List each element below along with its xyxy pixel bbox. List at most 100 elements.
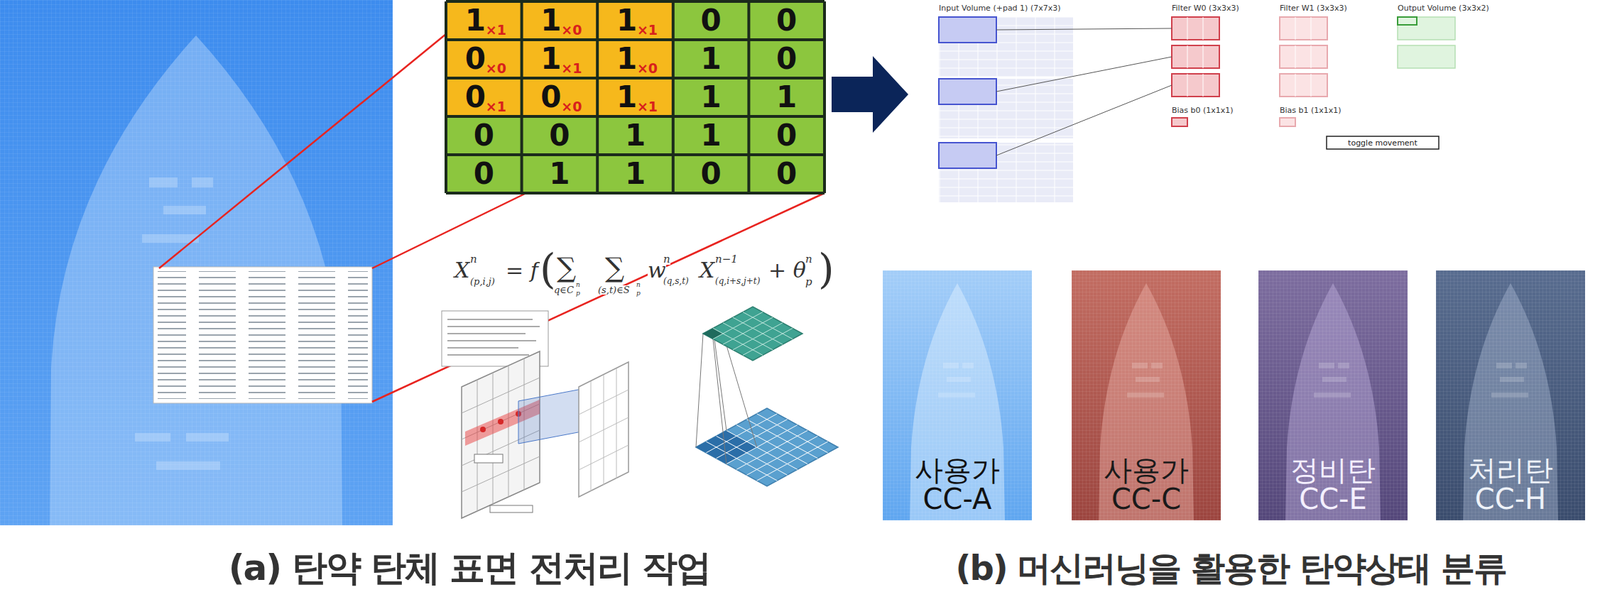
convolution-kernel-figure: [578, 368, 629, 492]
formula-term: (q,s,t): [663, 276, 689, 286]
shell-silhouette: [1151, 362, 1163, 369]
classified-shell-image: 사용가CC-C: [1071, 270, 1221, 521]
kernel-weight: ×0: [485, 61, 507, 76]
conv-demo-screenshot: [1171, 45, 1220, 69]
panel-header: Bias b0 (1x1x1): [1171, 106, 1234, 115]
shell-silhouette: [943, 362, 959, 369]
shell-silhouette: [1491, 392, 1529, 398]
status-label: 사용가: [914, 455, 1000, 486]
matrix-cell-value: 1: [624, 120, 646, 151]
zoom-leader-line: [372, 193, 825, 402]
matrix-cell-value: 0: [776, 5, 797, 36]
panel-header: Output Volume (3x3x2): [1397, 4, 1490, 13]
pixel-matrix: [445, 1, 674, 117]
shell-silhouette: [1127, 392, 1164, 398]
formula-term: q∈C: [553, 285, 574, 295]
formula-term: n−1: [715, 254, 738, 265]
formula-term: p: [575, 290, 581, 297]
convolution-kernel-figure: [490, 505, 533, 513]
classified-shell-image: 처리탄CC-H: [1435, 270, 1586, 521]
formula-term: n: [575, 281, 581, 289]
pixel-matrix: [445, 1, 825, 194]
conv-demo-screenshot: [1171, 117, 1188, 127]
convolution-kernel-figure: [497, 418, 504, 425]
formula-term: p: [805, 276, 813, 288]
conv-demo-screenshot: [1397, 17, 1417, 25]
convolution-kernel-figure: [474, 454, 503, 464]
kernel-weight: ×1: [561, 61, 582, 76]
status-label: 사용가: [1103, 455, 1189, 486]
kernel-weight: ×0: [561, 23, 582, 37]
formula-term: (s,t)∈S: [597, 285, 630, 295]
formula-term: (: [539, 248, 557, 290]
matrix-cell-value: 1: [700, 82, 721, 113]
matrix-cell-value: 0: [540, 82, 562, 113]
shell-silhouette: [946, 377, 971, 383]
shell-silhouette: [882, 270, 1032, 521]
zoom-leader-line: [372, 193, 527, 269]
convolution-grid-figure: [695, 430, 758, 464]
kernel-weight: ×0: [561, 100, 582, 114]
sub-caption: (a) 탄약 탄체 표면 전처리 작업: [228, 550, 711, 586]
shell-silhouette: [1322, 377, 1347, 383]
status-label: 처리탄: [1467, 455, 1554, 486]
kernel-weight: ×1: [485, 100, 507, 114]
convolution-grid-figure: [703, 306, 803, 361]
formula-term: ∑: [556, 254, 576, 282]
shell-silhouette: [938, 392, 976, 398]
convolution-grid-figure: [703, 328, 723, 339]
kernel-weight: ×1: [485, 23, 507, 37]
convolution-kernel-figure: [480, 426, 486, 433]
formula-term: (p,i,j): [470, 276, 495, 287]
conv-demo-screenshot: [1279, 73, 1328, 97]
shell-surface-image: [0, 0, 393, 526]
matrix-cell-value: 1: [624, 159, 646, 189]
shell-silhouette: [1313, 392, 1351, 398]
formula-term: ): [818, 248, 835, 290]
matrix-cell-value: 1: [616, 82, 638, 113]
formula-term: n: [636, 281, 641, 289]
matrix-cell-value: 1: [540, 5, 562, 36]
matrix-cell-value: 1: [548, 159, 570, 189]
matrix-cell-value: 1: [616, 44, 638, 74]
conv-demo-screenshot: [938, 17, 1074, 77]
convolution-grid-figure: [713, 312, 793, 356]
conv-demo-screenshot: [1187, 17, 1311, 97]
conv-demo-screenshot: [1326, 136, 1439, 150]
sub-caption: (b) 머신러닝을 활용한 탄약상태 분류: [955, 551, 1506, 586]
matrix-cell-value: 0: [700, 5, 721, 36]
class-code: CC-H: [1475, 485, 1547, 515]
matrix-cell-value: 1: [616, 5, 638, 36]
conv-demo-screenshot: [1171, 17, 1220, 40]
shell-silhouette: [1071, 270, 1221, 521]
shell-silhouette: [1132, 362, 1148, 369]
shell-surface-image: [142, 234, 199, 243]
flow-arrow: [831, 56, 909, 133]
panel-header: Filter W0 (3x3x3): [1171, 4, 1240, 13]
conv-demo-screenshot: [1397, 45, 1456, 69]
convolution-grid-figure: [695, 306, 838, 487]
status-label: 정비탄: [1290, 455, 1376, 486]
conv-demo-screenshot: [996, 28, 1172, 156]
panel-header: Input Volume (+pad 1) (7x7x3): [938, 4, 1061, 13]
matrix-cell-value: 0: [700, 159, 721, 189]
formula-term: n: [663, 254, 671, 265]
pixel-matrix: [445, 1, 825, 194]
kernel-weight: ×1: [637, 100, 658, 114]
convolution-kernel-figure: [441, 311, 629, 519]
formula-term: = f: [505, 259, 539, 282]
matrix-cell-value: 1: [540, 44, 562, 74]
panel-header: Bias b1 (1x1x1): [1279, 106, 1342, 115]
zoom-leader-line: [159, 34, 446, 269]
shell-surface-image: [163, 205, 206, 215]
shell-surface-image: [156, 461, 221, 471]
formula-term: p: [636, 290, 641, 297]
formula-term: (q,i+s,j+t): [715, 276, 760, 286]
shell-silhouette: [1258, 270, 1408, 521]
matrix-cell-value: 0: [473, 120, 495, 151]
conv-demo-screenshot: [938, 78, 1074, 139]
classified-shell-image: 정비탄CC-E: [1258, 270, 1408, 521]
convolution-kernel-figure: [447, 319, 540, 356]
kernel-weight: ×0: [637, 61, 658, 76]
